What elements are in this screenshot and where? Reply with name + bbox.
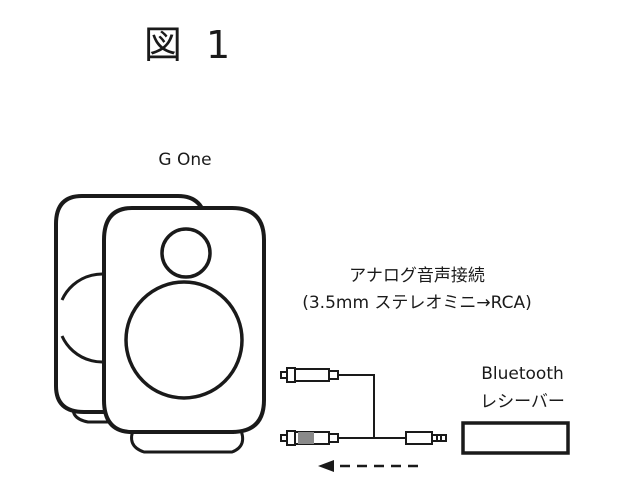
signal-direction-arrow-icon xyxy=(318,460,420,472)
speaker-front-icon xyxy=(102,206,266,454)
receiver-label-line1: Bluetooth xyxy=(481,364,564,384)
stereo-mini-plug-icon xyxy=(405,431,447,445)
connection-label-line2: (3.5mm ステレオミニ→RCA) xyxy=(302,293,532,313)
bluetooth-receiver-icon xyxy=(461,421,570,455)
rca-plug-icon xyxy=(280,367,339,383)
receiver-label: Bluetooth レシーバー xyxy=(455,360,590,416)
receiver-label-line2: レシーバー xyxy=(480,392,565,412)
audio-cable xyxy=(336,374,406,439)
rca-plug-icon xyxy=(280,430,339,446)
figure-title: 図 1 xyxy=(143,23,237,67)
connection-label-line1: アナログ音声接続 xyxy=(349,266,485,286)
connection-label: アナログ音声接続 (3.5mm ステレオミニ→RCA) xyxy=(262,263,572,317)
speaker-label: G One xyxy=(158,150,212,170)
